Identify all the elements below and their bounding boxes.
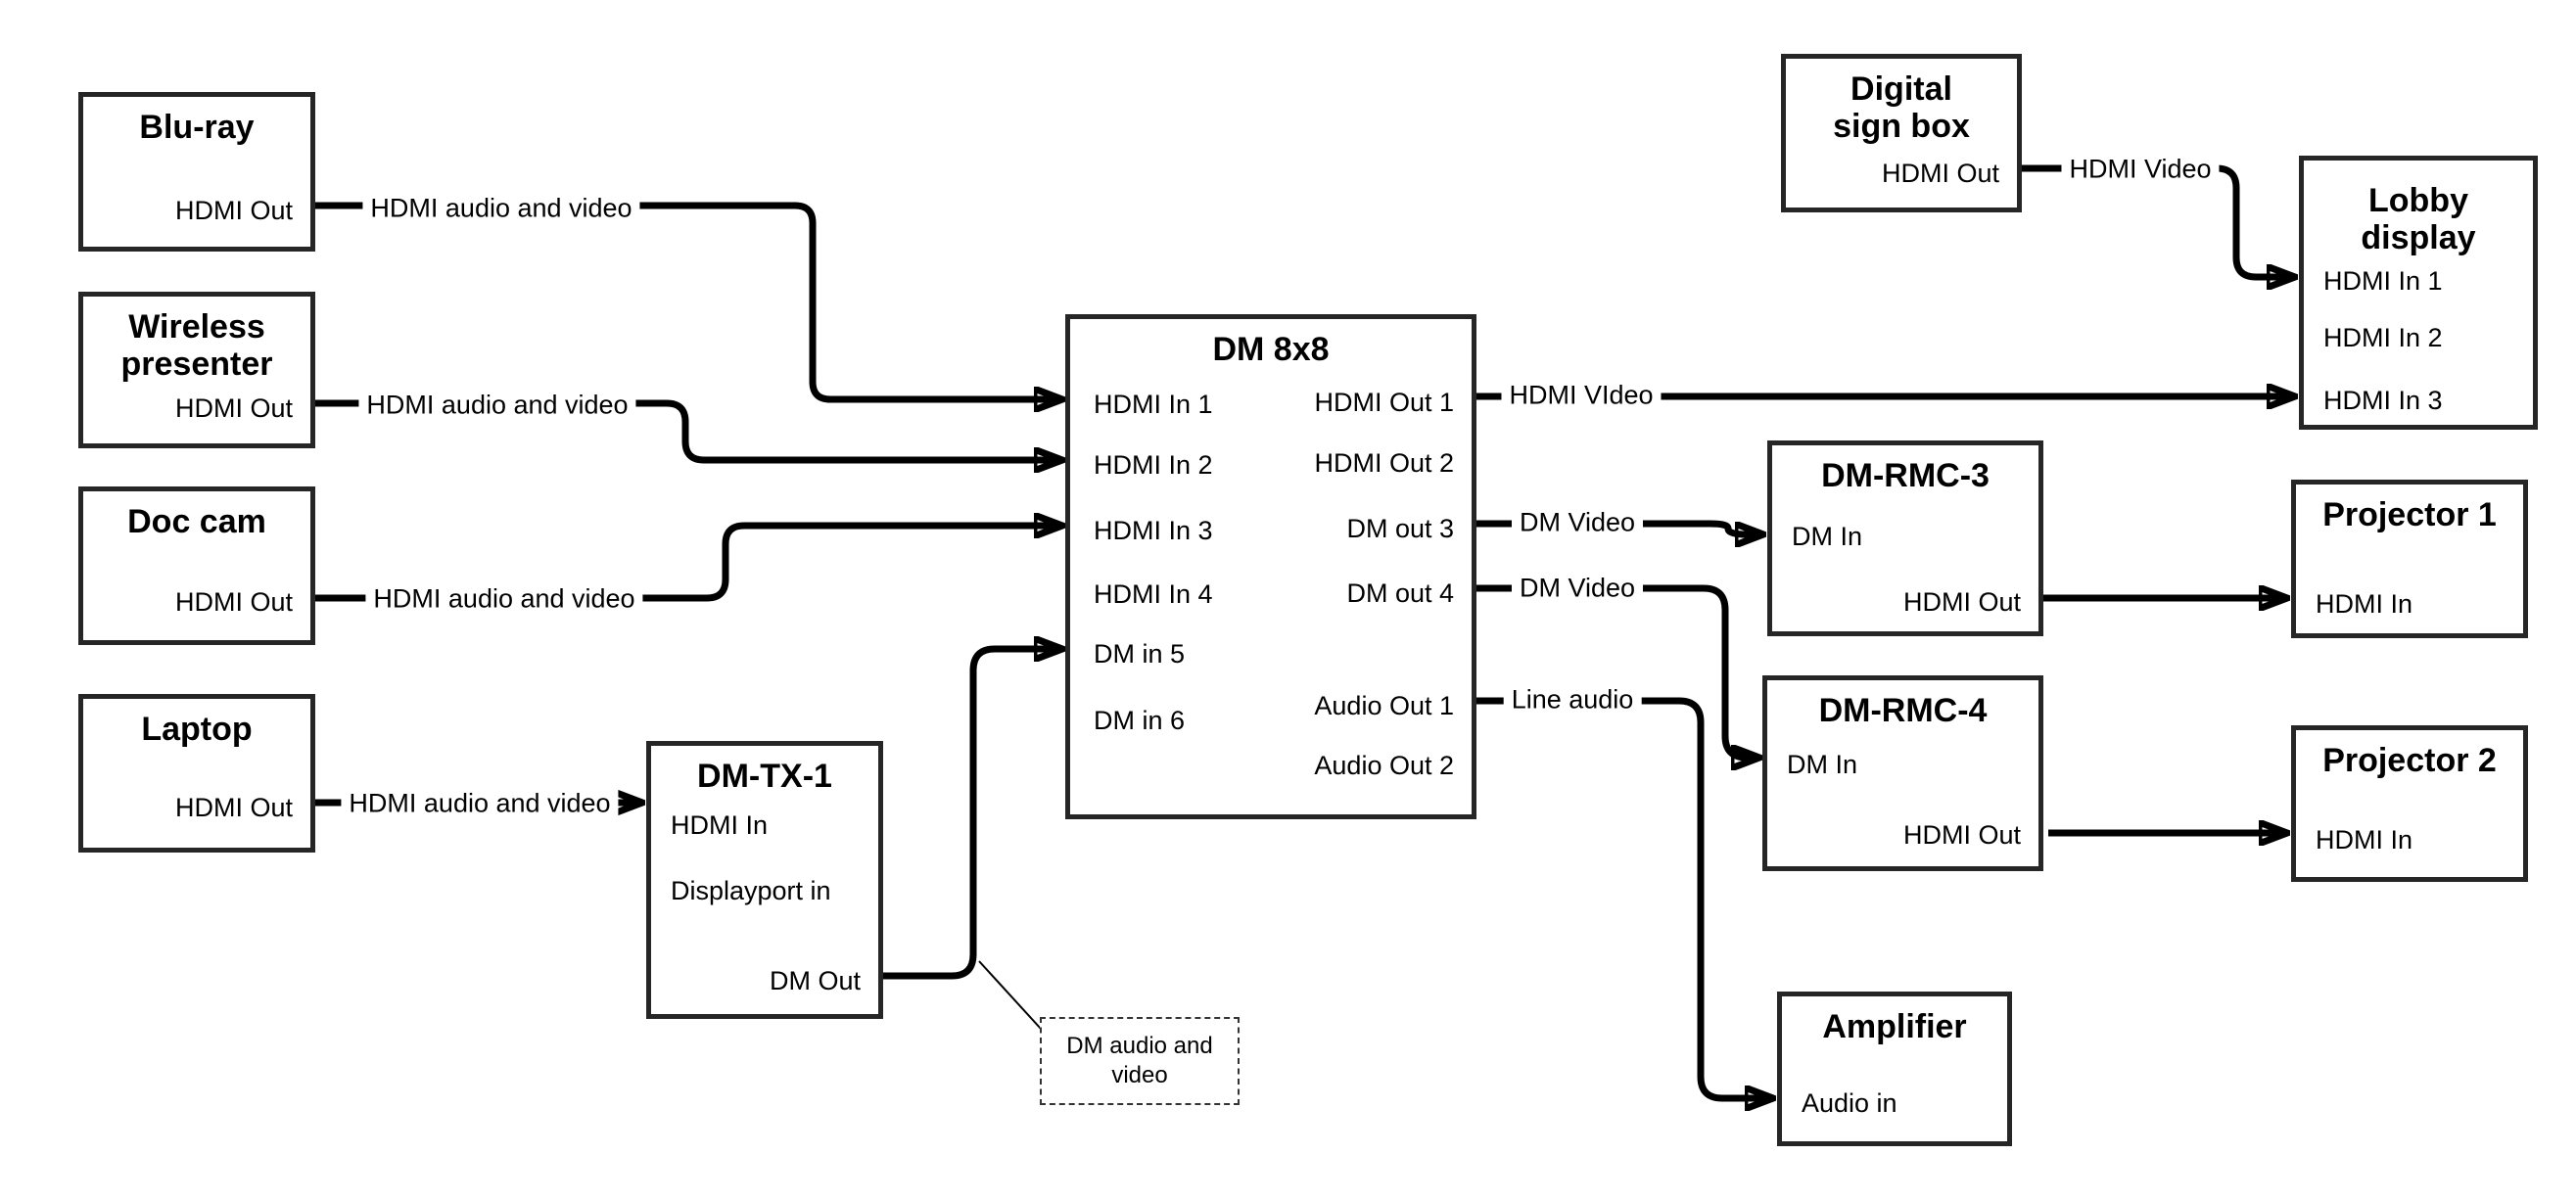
node-dmtx1-title: DM-TX-1 (697, 758, 832, 795)
node-dmrmc4-title: DM-RMC-4 (1818, 692, 1988, 729)
node-lobby-title: Lobby display (2361, 182, 2476, 256)
port-dmtx1-dm-out: DM Out (769, 966, 861, 995)
node-dm-rmc-3: DM-RMC-3 DM In HDMI Out (1767, 440, 2043, 636)
node-laptop: Laptop HDMI Out (78, 694, 315, 853)
wire-dmtx1-to-dm8x8-in5 (883, 649, 1062, 980)
wire-digitalsign-to-lobby-in1 (2022, 164, 2295, 277)
port-laptop-hdmi-out: HDMI Out (174, 793, 293, 822)
node-digital-sign-box: Digital sign box HDMI Out (1781, 54, 2022, 212)
port-wireless-hdmi-out: HDMI Out (174, 393, 293, 423)
node-doc-cam: Doc cam HDMI Out (78, 486, 315, 645)
port-dmrmc4-hdmi-out: HDMI Out (1902, 820, 2021, 850)
node-bluray-title: Blu-ray (139, 109, 255, 146)
edge-label-laptop-tx: HDMI audio and video (341, 786, 619, 821)
wire-dm8x8-audio1-to-amplifier (1476, 697, 1773, 1098)
note-dm-audio-and-video: DM audio and video (1040, 1017, 1240, 1105)
node-projector-1: Projector 1 HDMI In (2291, 480, 2528, 638)
node-proj2-title: Projector 2 (2322, 742, 2497, 779)
edge-label-out1-lobby: HDMI VIdeo (1501, 378, 1662, 413)
wire-bluray-to-dm8x8-in1 (315, 202, 1062, 399)
port-dm8x8-dm-in-5: DM in 5 (1094, 639, 1186, 669)
callout-line-dm-audio-video (978, 960, 1042, 1030)
node-dmrmc3-title: DM-RMC-3 (1821, 457, 1990, 494)
node-amplifier: Amplifier Audio in (1777, 992, 2012, 1146)
port-dm8x8-audio-out-1: Audio Out 1 (1314, 691, 1454, 720)
edge-label-out4-rmc4: DM Video (1511, 571, 1644, 606)
node-amplifier-title: Amplifier (1822, 1008, 1967, 1045)
node-wireless-presenter: Wireless presenter HDMI Out (78, 292, 315, 448)
port-lobby-hdmi-in-1: HDMI In 1 (2323, 266, 2443, 296)
port-dmtx1-hdmi-in: HDMI In (671, 810, 769, 840)
edge-label-sign-lobby: HDMI Video (2061, 152, 2220, 187)
edge-label-doccam-in3: HDMI audio and video (365, 581, 643, 617)
port-dm8x8-hdmi-in-3: HDMI In 3 (1094, 516, 1213, 545)
port-lobby-hdmi-in-3: HDMI In 3 (2323, 386, 2443, 415)
port-dmtx1-displayport-in: Displayport in (671, 876, 831, 905)
edge-label-audio1-amp: Line audio (1503, 682, 1642, 717)
node-bluray: Blu-ray HDMI Out (78, 92, 315, 252)
node-laptop-title: Laptop (141, 711, 253, 748)
node-doccam-title: Doc cam (127, 503, 266, 540)
edge-label-wireless-in2: HDMI audio and video (358, 388, 636, 423)
node-dm-8x8: DM 8x8 HDMI In 1 HDMI In 2 HDMI In 3 HDM… (1065, 314, 1476, 819)
edge-label-out3-rmc3: DM Video (1511, 505, 1644, 540)
port-proj2-hdmi-in: HDMI In (2316, 825, 2413, 855)
port-amplifier-audio-in: Audio in (1802, 1088, 1897, 1118)
wire-dm8x8-out4-to-dmrmc4 (1476, 584, 1759, 758)
node-wireless-title: Wireless presenter (120, 308, 273, 383)
node-dm8x8-title: DM 8x8 (1212, 331, 1330, 368)
node-digitalsign-title: Digital sign box (1833, 70, 1970, 145)
node-dm-rmc-4: DM-RMC-4 DM In HDMI Out (1762, 675, 2043, 871)
port-dm8x8-hdmi-out-2: HDMI Out 2 (1314, 448, 1454, 478)
wire-doccam-to-dm8x8-in3 (315, 526, 1062, 602)
wire-wireless-to-dm8x8-in2 (315, 399, 1062, 460)
port-lobby-hdmi-in-2: HDMI In 2 (2323, 323, 2443, 352)
port-proj1-hdmi-in: HDMI In (2316, 589, 2413, 619)
port-dmrmc3-dm-in: DM In (1792, 522, 1863, 551)
port-dm8x8-dm-out-4: DM out 4 (1346, 578, 1454, 608)
node-dm-tx-1: DM-TX-1 HDMI In Displayport in DM Out (646, 741, 883, 1019)
port-digitalsign-hdmi-out: HDMI Out (1881, 159, 1999, 188)
edge-label-bluray-in1: HDMI audio and video (362, 191, 640, 226)
node-proj1-title: Projector 1 (2322, 496, 2497, 533)
note-text: DM audio and video (1066, 1033, 1213, 1088)
port-dm8x8-hdmi-out-1: HDMI Out 1 (1314, 388, 1454, 417)
node-lobby-display: Lobby display HDMI In 1 HDMI In 2 HDMI I… (2299, 156, 2538, 430)
port-dm8x8-dm-in-6: DM in 6 (1094, 706, 1186, 735)
wire-dm8x8-out3-to-dmrmc3 (1476, 520, 1763, 534)
port-dm8x8-audio-out-2: Audio Out 2 (1314, 751, 1454, 780)
node-projector-2: Projector 2 HDMI In (2291, 725, 2528, 882)
port-dm8x8-hdmi-in-1: HDMI In 1 (1094, 390, 1213, 419)
port-dmrmc4-dm-in: DM In (1787, 750, 1858, 779)
port-dmrmc3-hdmi-out: HDMI Out (1902, 587, 2021, 617)
port-bluray-hdmi-out: HDMI Out (174, 196, 293, 225)
port-dm8x8-dm-out-3: DM out 3 (1346, 514, 1454, 543)
port-dm8x8-hdmi-in-4: HDMI In 4 (1094, 579, 1213, 609)
port-dm8x8-hdmi-in-2: HDMI In 2 (1094, 450, 1213, 480)
port-doccam-hdmi-out: HDMI Out (174, 587, 293, 617)
